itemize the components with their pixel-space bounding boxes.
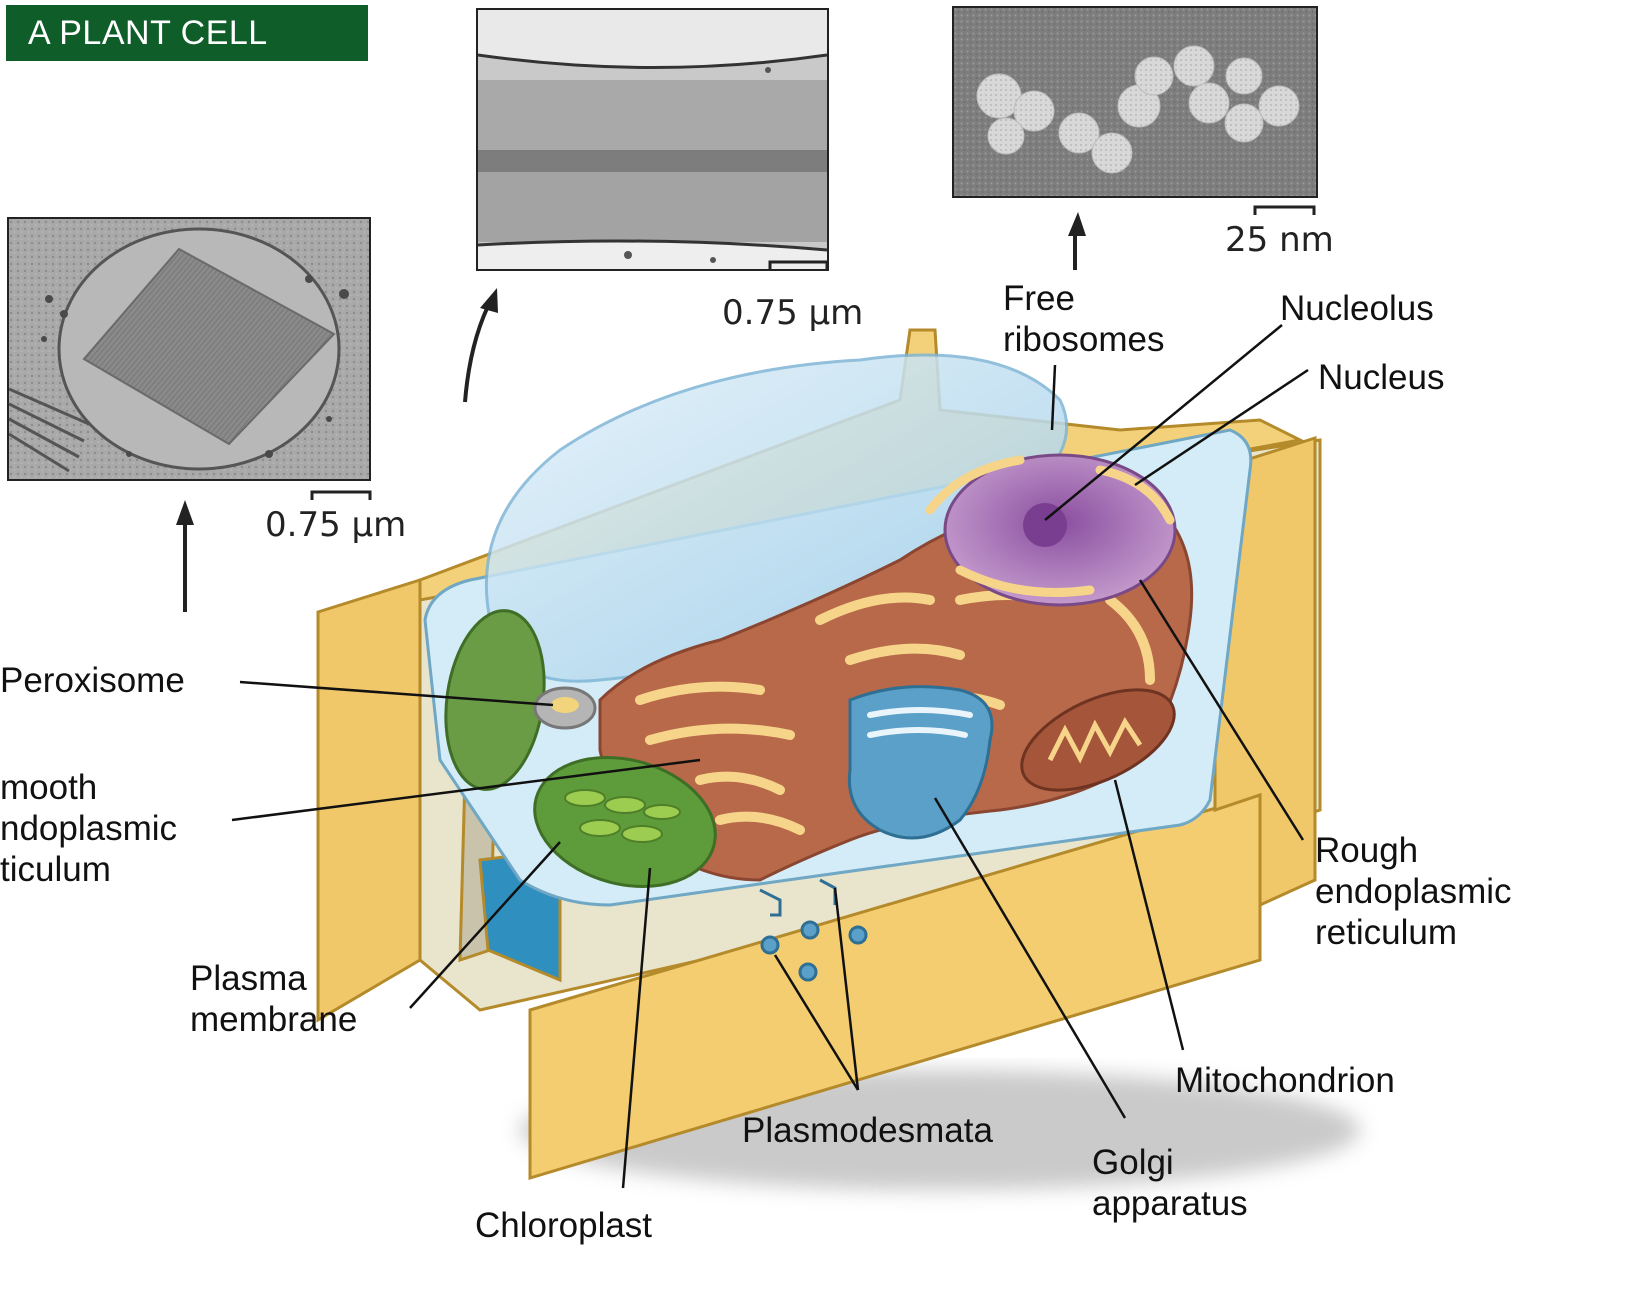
label-nucleus: Nucleus bbox=[1318, 357, 1444, 398]
label-rough-er: Rough endoplasmic reticulum bbox=[1315, 830, 1512, 953]
label-plasma-membrane: Plasma membrane bbox=[190, 958, 357, 1040]
label-golgi: Golgi apparatus bbox=[1092, 1142, 1248, 1224]
label-peroxisome: Peroxisome bbox=[0, 660, 185, 701]
cell-wall-left-panel bbox=[318, 580, 420, 1020]
ribosomes-scale-bar bbox=[1255, 207, 1314, 215]
label-chloroplast: Chloroplast bbox=[475, 1205, 652, 1246]
nucleolus bbox=[1023, 503, 1067, 547]
label-mitochondrion: Mitochondrion bbox=[1175, 1060, 1395, 1101]
cell-wall-arrow bbox=[465, 298, 492, 402]
cell-wall-scale-bar bbox=[770, 262, 827, 270]
label-plasmodesmata: Plasmodesmata bbox=[742, 1110, 993, 1151]
label-nucleolus: Nucleolus bbox=[1280, 288, 1434, 329]
label-free-ribosomes: Free ribosomes bbox=[1003, 278, 1164, 360]
peroxisome-scale-bar bbox=[312, 492, 370, 500]
label-smooth-er: mooth ndoplasmic ticulum bbox=[0, 767, 177, 890]
